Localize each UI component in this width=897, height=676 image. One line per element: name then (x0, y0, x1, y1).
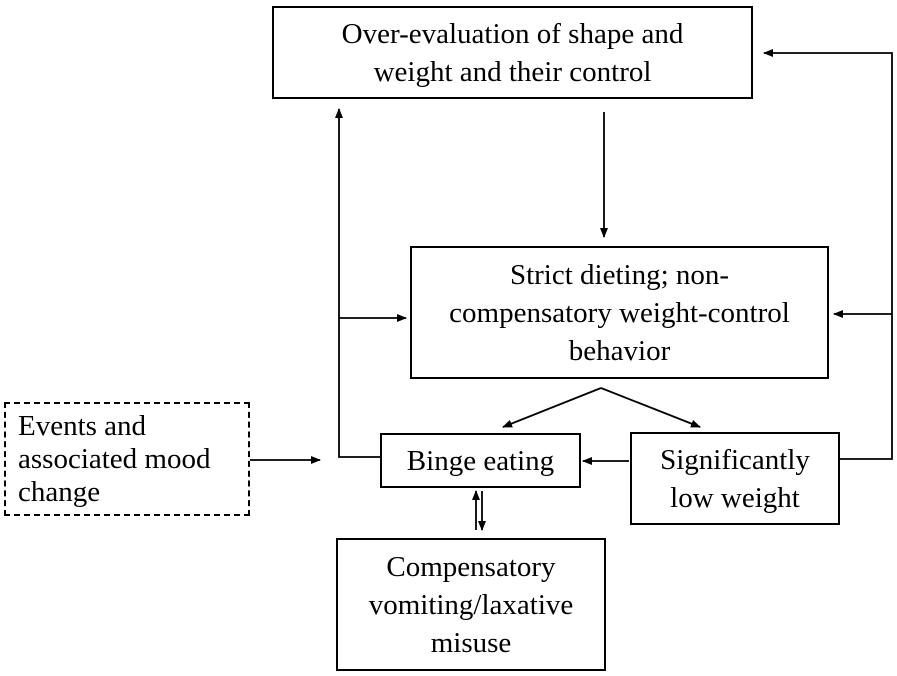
arrow-binge-to-overevaluation (335, 108, 381, 458)
node-compensatory-label: Compensatory vomiting/laxative misuse (368, 550, 574, 659)
node-binge-eating-label: Binge eating (406, 444, 555, 477)
node-events: Events and associated mood change (4, 402, 250, 516)
arrow-dieting-to-binge (502, 387, 602, 428)
node-binge-eating: Binge eating (380, 433, 581, 488)
node-compensatory: Compensatory vomiting/laxative misuse (336, 538, 606, 671)
node-overevaluation: Over-evaluation of shape and weight and … (272, 6, 753, 99)
arrow-low-weight-to-overevaluation (763, 49, 893, 460)
node-strict-dieting-label: Strict dieting; non- compensatory weight… (449, 258, 790, 367)
node-strict-dieting: Strict dieting; non- compensatory weight… (410, 246, 829, 379)
node-events-label: Events and associated mood change (18, 409, 211, 508)
node-low-weight-label: Significantly low weight (660, 443, 810, 514)
arrow-dieting-to-low-weight (600, 387, 701, 428)
node-overevaluation-label: Over-evaluation of shape and weight and … (341, 17, 684, 88)
node-low-weight: Significantly low weight (630, 432, 840, 525)
